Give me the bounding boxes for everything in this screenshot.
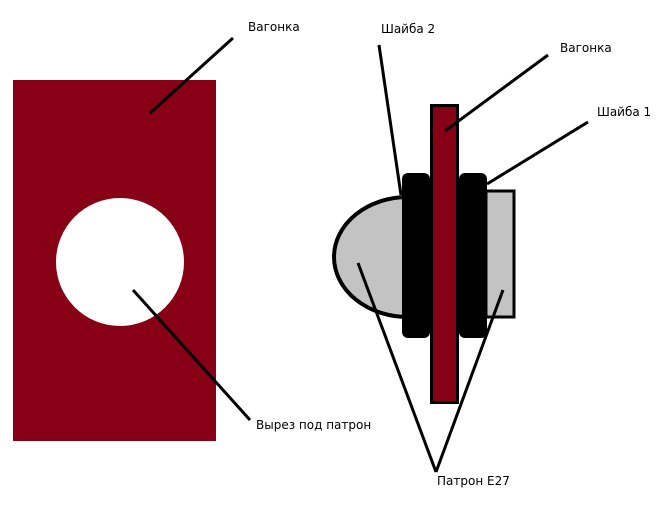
- label-washer1: Шайба 1: [597, 105, 652, 119]
- leader-side-wood: [444, 53, 549, 133]
- label-front-wood: Вагонка: [248, 20, 300, 34]
- label-washer2: Шайба 2: [381, 22, 436, 36]
- washer-1: [459, 173, 487, 338]
- leader-front-wood: [148, 36, 235, 115]
- leader-washer2: [377, 44, 403, 196]
- leader-washer1: [486, 120, 589, 186]
- label-socket: Патрон E27: [437, 474, 510, 488]
- washer-2: [402, 173, 430, 338]
- socket-cutout: [56, 198, 184, 326]
- leader-cutout: [131, 288, 252, 422]
- label-side-wood: Вагонка: [560, 41, 612, 55]
- label-cutout: Вырез под патрон: [256, 418, 372, 432]
- leader-lines: [131, 36, 589, 473]
- leader-socket-a: [356, 262, 438, 473]
- leader-socket-b: [434, 289, 505, 473]
- wood-panel-side: [430, 104, 459, 404]
